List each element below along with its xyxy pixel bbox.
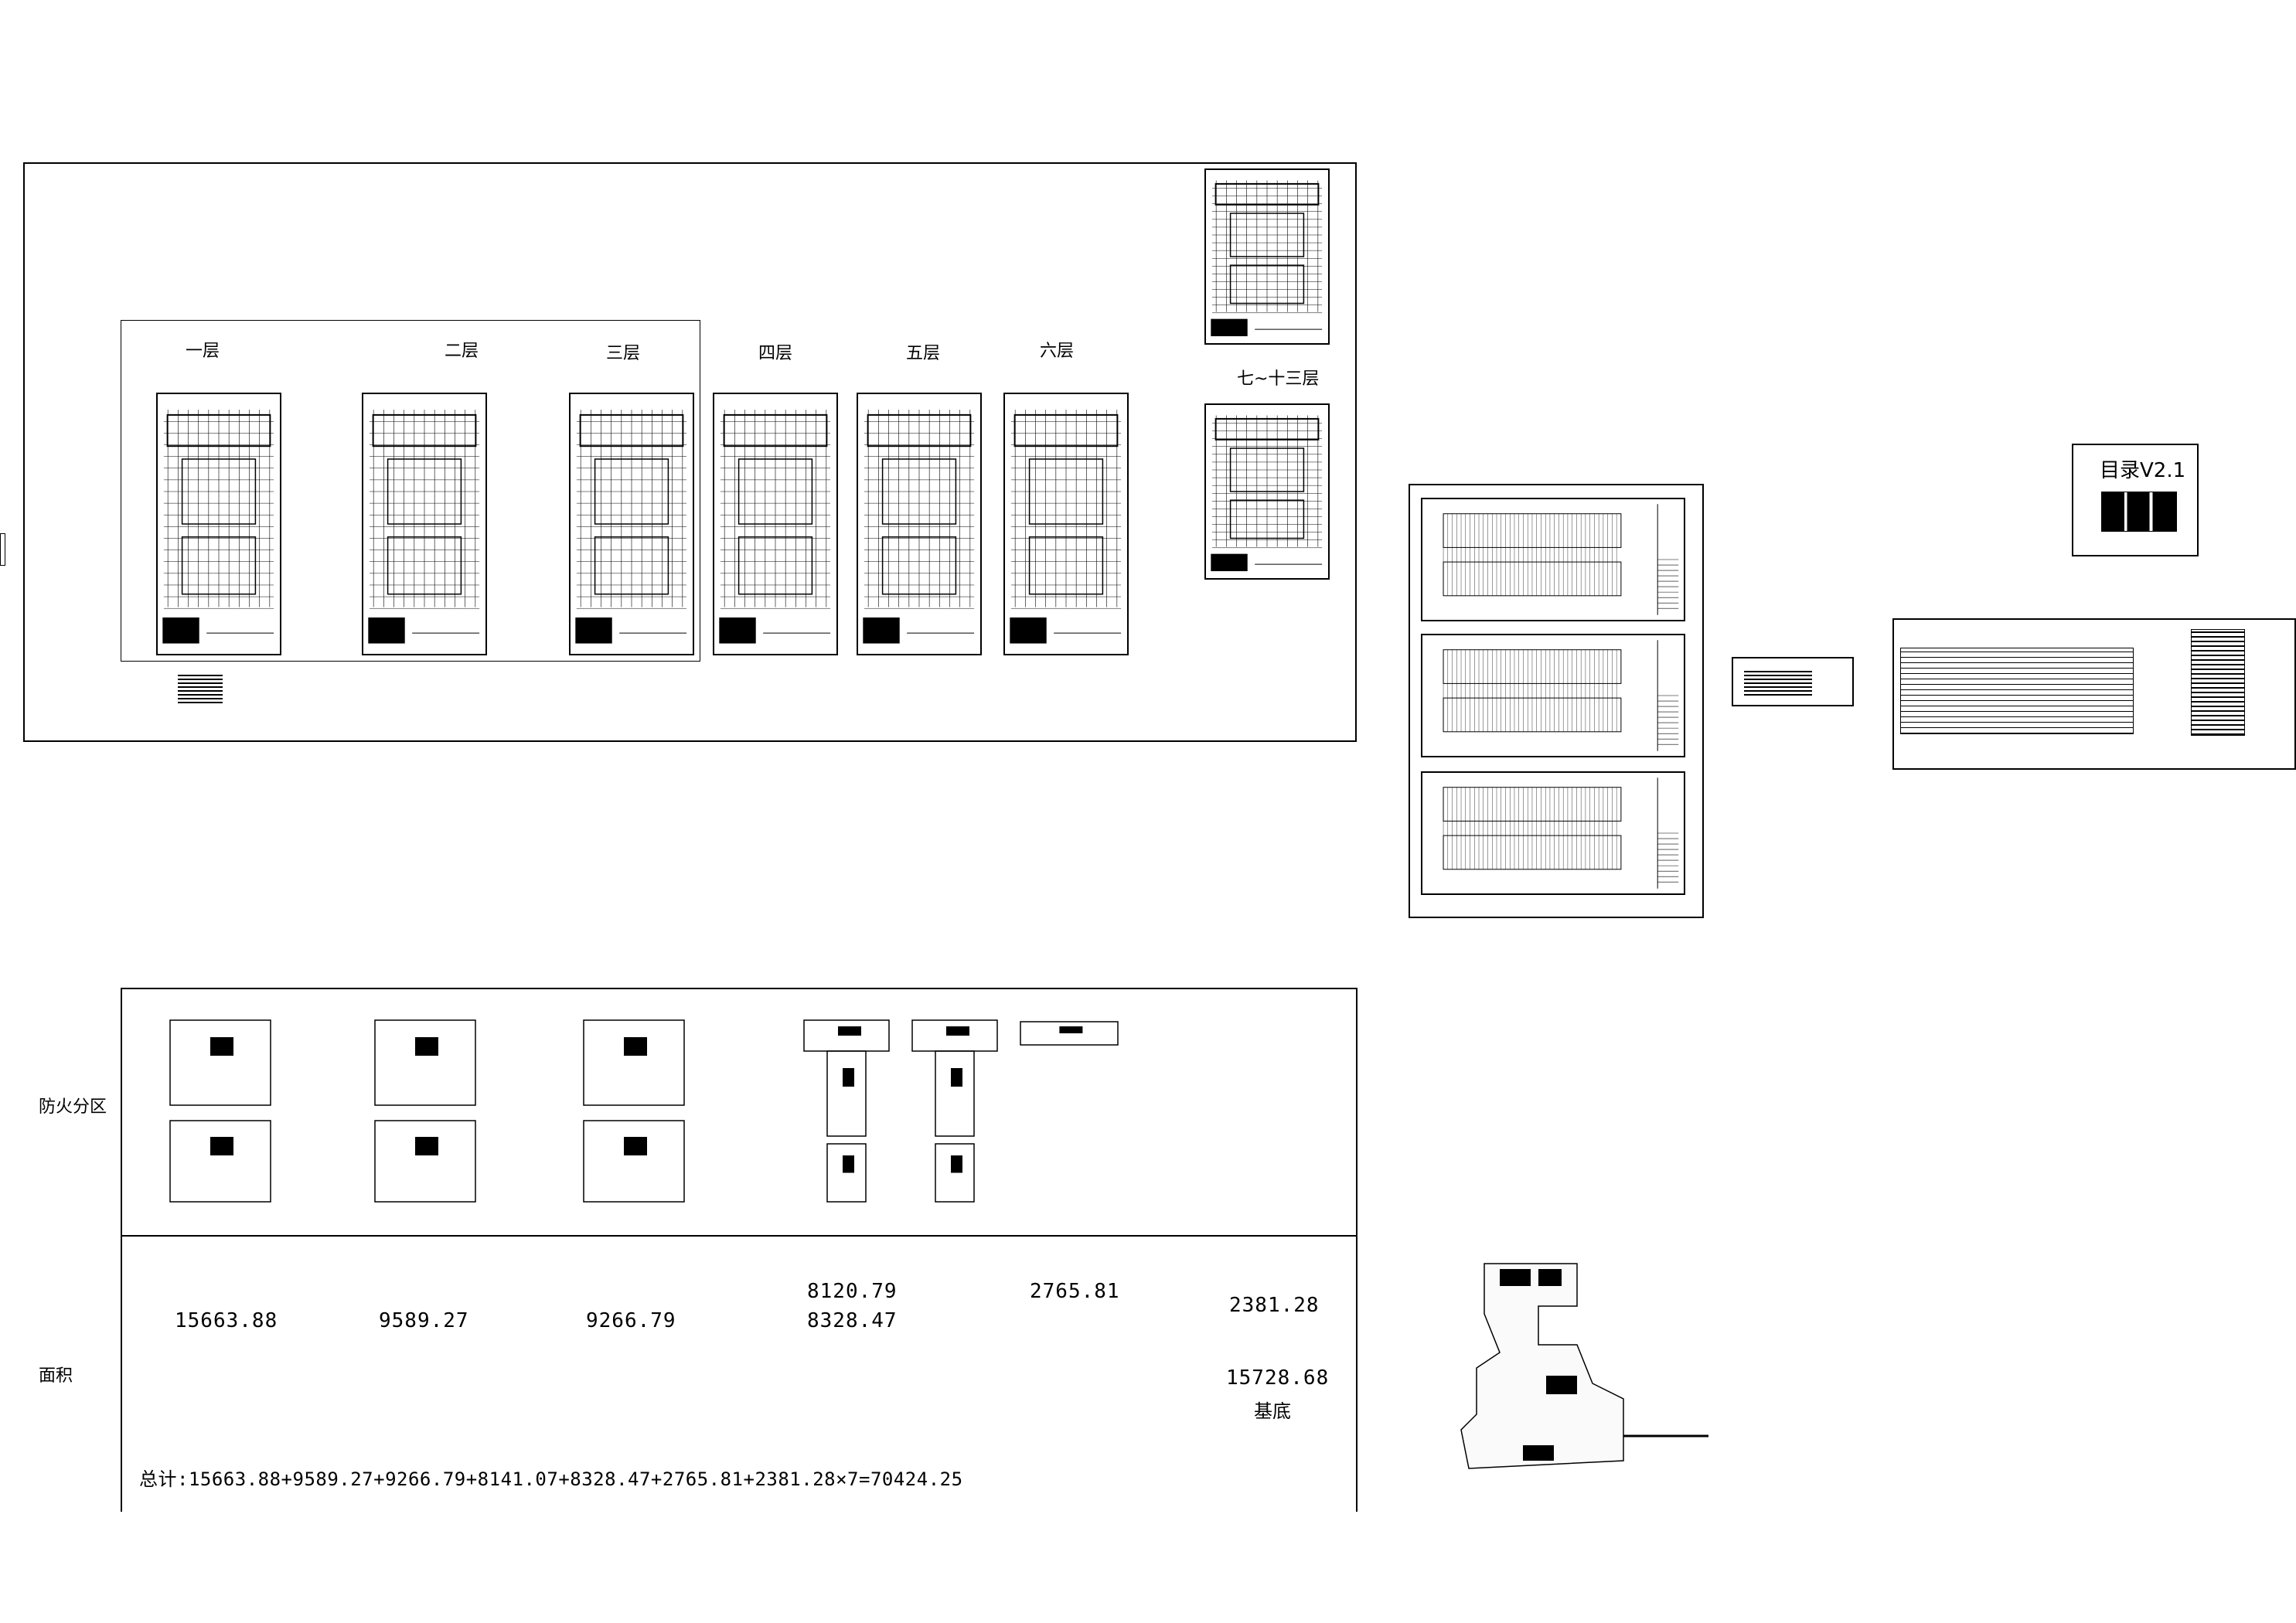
- area-value-5: 2765.81: [1030, 1280, 1120, 1303]
- fire-zone-linework: [169, 1019, 1119, 1203]
- detail-drawing-left: [1900, 648, 2134, 734]
- floor-plan-sheet-4[interactable]: [713, 393, 838, 655]
- area-divider-left: [121, 1237, 122, 1512]
- plan-linework: [575, 410, 687, 644]
- floor-group-frame: [121, 320, 700, 662]
- elevation-sheet-3[interactable]: [1421, 771, 1685, 895]
- schedule-frame: [1732, 657, 1854, 706]
- floor-plan-sheet-2[interactable]: [362, 393, 487, 655]
- area-value-2: 9589.27: [379, 1309, 469, 1332]
- floor-plan-sheet-7-13-b[interactable]: [1204, 403, 1330, 580]
- elevation-linework: [1443, 640, 1679, 751]
- floor-label-2: 二层: [445, 342, 479, 361]
- floor-label-6: 六层: [1040, 342, 1075, 361]
- floor-plan-sheet-6[interactable]: [1003, 393, 1129, 655]
- floor-label-4: 四层: [758, 344, 793, 363]
- site-linework: [1460, 1263, 1708, 1469]
- area-label: 面积: [39, 1366, 73, 1386]
- fire-zone-diagrams: [155, 1005, 1129, 1206]
- detail-board: [1892, 618, 2296, 770]
- area-value-6: 2381.28: [1229, 1294, 1320, 1317]
- plan-linework: [368, 410, 480, 644]
- fire-zone-label: 防火分区: [39, 1097, 107, 1117]
- schedule-table: [1744, 669, 1812, 696]
- floor-label-1: 一层: [186, 342, 220, 361]
- floor-label-7-13: 七~十三层: [1237, 369, 1320, 389]
- floor-plan-sheet-1[interactable]: [156, 393, 281, 655]
- plan-linework: [719, 410, 831, 644]
- area-value-4a: 8120.79: [807, 1280, 898, 1303]
- floor-label-5: 五层: [906, 344, 941, 363]
- site-plan: [1453, 1260, 1716, 1484]
- area-value-1: 15663.88: [175, 1309, 278, 1332]
- fire-zone-board: [121, 988, 1358, 1237]
- plan-linework: [1211, 180, 1323, 337]
- catalog-thumbnail: [2101, 492, 2177, 532]
- plan-linework: [162, 410, 274, 644]
- elevation-sheet-2[interactable]: [1421, 634, 1685, 757]
- elevation-linework: [1443, 777, 1679, 889]
- area-divider-right: [1356, 1237, 1358, 1512]
- legend-block: [178, 672, 223, 703]
- plan-linework: [863, 410, 975, 644]
- plan-linework: [1010, 410, 1122, 644]
- area-total: 总计:15663.88+9589.27+9266.79+8141.07+8328…: [139, 1468, 963, 1490]
- area-base-label: 基底: [1254, 1400, 1291, 1422]
- elevation-sheet-1[interactable]: [1421, 498, 1685, 621]
- floor-plan-sheet-5[interactable]: [857, 393, 982, 655]
- floor-plan-sheet-3[interactable]: [569, 393, 694, 655]
- area-value-4b: 8328.47: [807, 1309, 898, 1332]
- plan-linework: [1211, 415, 1323, 572]
- detail-drawing-right: [2191, 629, 2245, 736]
- area-value-7: 15728.68: [1226, 1366, 1330, 1390]
- catalog-label: 目录V2.1: [2100, 459, 2186, 482]
- catalog-frame[interactable]: [2072, 444, 2199, 556]
- area-value-3: 9266.79: [586, 1309, 676, 1332]
- side-marker: [0, 533, 5, 566]
- elevation-linework: [1443, 504, 1679, 615]
- floor-label-3: 三层: [606, 344, 641, 363]
- floor-plan-board: [23, 162, 1357, 742]
- elevation-board: [1409, 484, 1704, 918]
- floor-plan-sheet-7-13-a[interactable]: [1204, 168, 1330, 345]
